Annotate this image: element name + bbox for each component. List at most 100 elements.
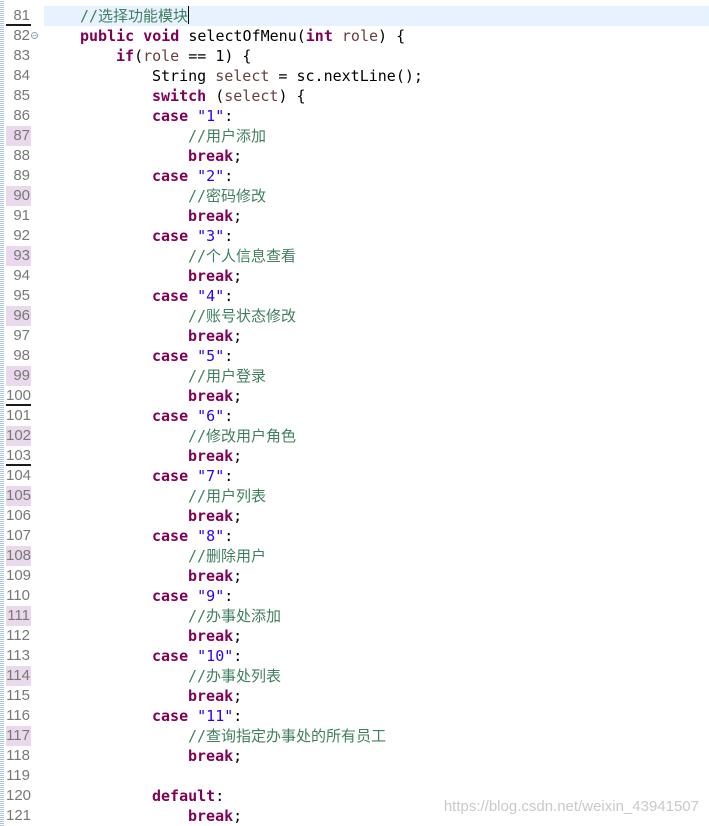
code-line[interactable]: 98 case "5": xyxy=(0,346,709,366)
overview-ruler xyxy=(0,0,4,826)
code-text[interactable]: break; xyxy=(44,146,242,166)
code-text[interactable]: break; xyxy=(44,386,242,406)
code-text[interactable]: case "10": xyxy=(44,646,242,666)
code-text[interactable]: case "1": xyxy=(44,106,233,126)
line-number: 101 xyxy=(6,407,32,424)
code-line[interactable]: 117//查询指定办事处的所有员工 xyxy=(0,726,709,746)
code-token: ; xyxy=(233,807,243,825)
code-text[interactable]: case "7": xyxy=(44,466,233,486)
code-token xyxy=(188,647,197,665)
code-line[interactable]: 108//删除用户 xyxy=(0,546,709,566)
code-text[interactable]: //查询指定办事处的所有员工 xyxy=(44,726,386,746)
code-text[interactable]: //用户列表 xyxy=(44,486,266,506)
code-text[interactable]: break; xyxy=(44,326,242,346)
code-token xyxy=(188,587,197,605)
code-text[interactable]: break; xyxy=(44,626,242,646)
code-text[interactable]: switch (select) { xyxy=(44,86,306,106)
line-number: 119 xyxy=(6,767,30,784)
code-line[interactable]: 86 case "1": xyxy=(0,106,709,126)
code-text[interactable]: case "4": xyxy=(44,286,233,306)
code-line[interactable]: 114//办事处列表 xyxy=(0,666,709,686)
code-line[interactable]: 101 case "6": xyxy=(0,406,709,426)
code-line[interactable]: 93//个人信息查看 xyxy=(0,246,709,266)
code-text[interactable]: break; xyxy=(44,266,242,286)
code-line[interactable]: 87//用户添加 xyxy=(0,126,709,146)
code-text[interactable]: break; xyxy=(44,806,242,826)
code-text[interactable]: case "11": xyxy=(44,706,242,726)
code-text[interactable]: String select = sc.nextLine(); xyxy=(44,66,423,86)
code-text[interactable]: default: xyxy=(44,786,224,806)
code-line[interactable]: 111//办事处添加 xyxy=(0,606,709,626)
code-token: "6" xyxy=(197,407,225,425)
line-number: 96 xyxy=(6,306,31,326)
code-text[interactable]: //删除用户 xyxy=(44,546,266,566)
code-line[interactable]: 105//用户列表 xyxy=(0,486,709,506)
line-number: 104 xyxy=(6,467,32,484)
code-text[interactable]: //办事处列表 xyxy=(44,666,281,686)
code-text[interactable]: case "2": xyxy=(44,166,233,186)
code-text[interactable]: break; xyxy=(44,746,242,766)
code-text[interactable]: public void selectOfMenu(int role) { xyxy=(44,26,405,46)
code-line[interactable]: 81//选择功能模块 xyxy=(0,6,709,26)
text-caret xyxy=(188,6,190,24)
code-text[interactable]: //办事处添加 xyxy=(44,606,281,626)
code-line[interactable]: 96 //账号状态修改 xyxy=(0,306,709,326)
code-line[interactable]: 99//用户登录 xyxy=(0,366,709,386)
code-text[interactable]: case "3": xyxy=(44,226,233,246)
code-token: role xyxy=(143,47,180,65)
code-text[interactable]: break; xyxy=(44,446,242,466)
code-text[interactable]: case "6": xyxy=(44,406,233,426)
code-text[interactable] xyxy=(44,766,152,786)
code-text[interactable]: break; xyxy=(44,686,242,706)
code-text[interactable]: //选择功能模块 xyxy=(44,6,709,26)
code-text[interactable]: //修改用户角色 xyxy=(44,426,296,446)
line-number: 86 xyxy=(13,107,30,124)
code-text[interactable]: case "8": xyxy=(44,526,233,546)
code-token: case xyxy=(152,107,189,125)
code-line[interactable]: 104 case "7": xyxy=(0,466,709,486)
code-text[interactable]: break; xyxy=(44,566,242,586)
code-text[interactable]: break; xyxy=(44,206,242,226)
code-text[interactable]: //密码修改 xyxy=(44,186,266,206)
fold-collapse-icon[interactable]: − xyxy=(31,32,38,39)
code-text[interactable]: //个人信息查看 xyxy=(44,246,296,266)
code-line[interactable]: 102//修改用户角色 xyxy=(0,426,709,446)
code-line[interactable]: 82−public void selectOfMenu(int role) { xyxy=(0,26,709,46)
code-token: case xyxy=(152,167,189,185)
code-text[interactable]: if(role == 1) { xyxy=(44,46,251,66)
code-text[interactable]: //用户登录 xyxy=(44,366,266,386)
code-line[interactable]: 90//密码修改 xyxy=(0,186,709,206)
code-line[interactable]: 119 xyxy=(0,766,709,786)
code-text[interactable]: break; xyxy=(44,506,242,526)
code-text[interactable]: case "9": xyxy=(44,586,233,606)
code-text[interactable]: //账号状态修改 xyxy=(44,306,296,326)
line-number: 98 xyxy=(13,347,30,364)
code-text[interactable]: case "5": xyxy=(44,346,233,366)
code-text[interactable]: //用户添加 xyxy=(44,126,266,146)
code-token: = sc.nextLine(); xyxy=(269,67,423,85)
